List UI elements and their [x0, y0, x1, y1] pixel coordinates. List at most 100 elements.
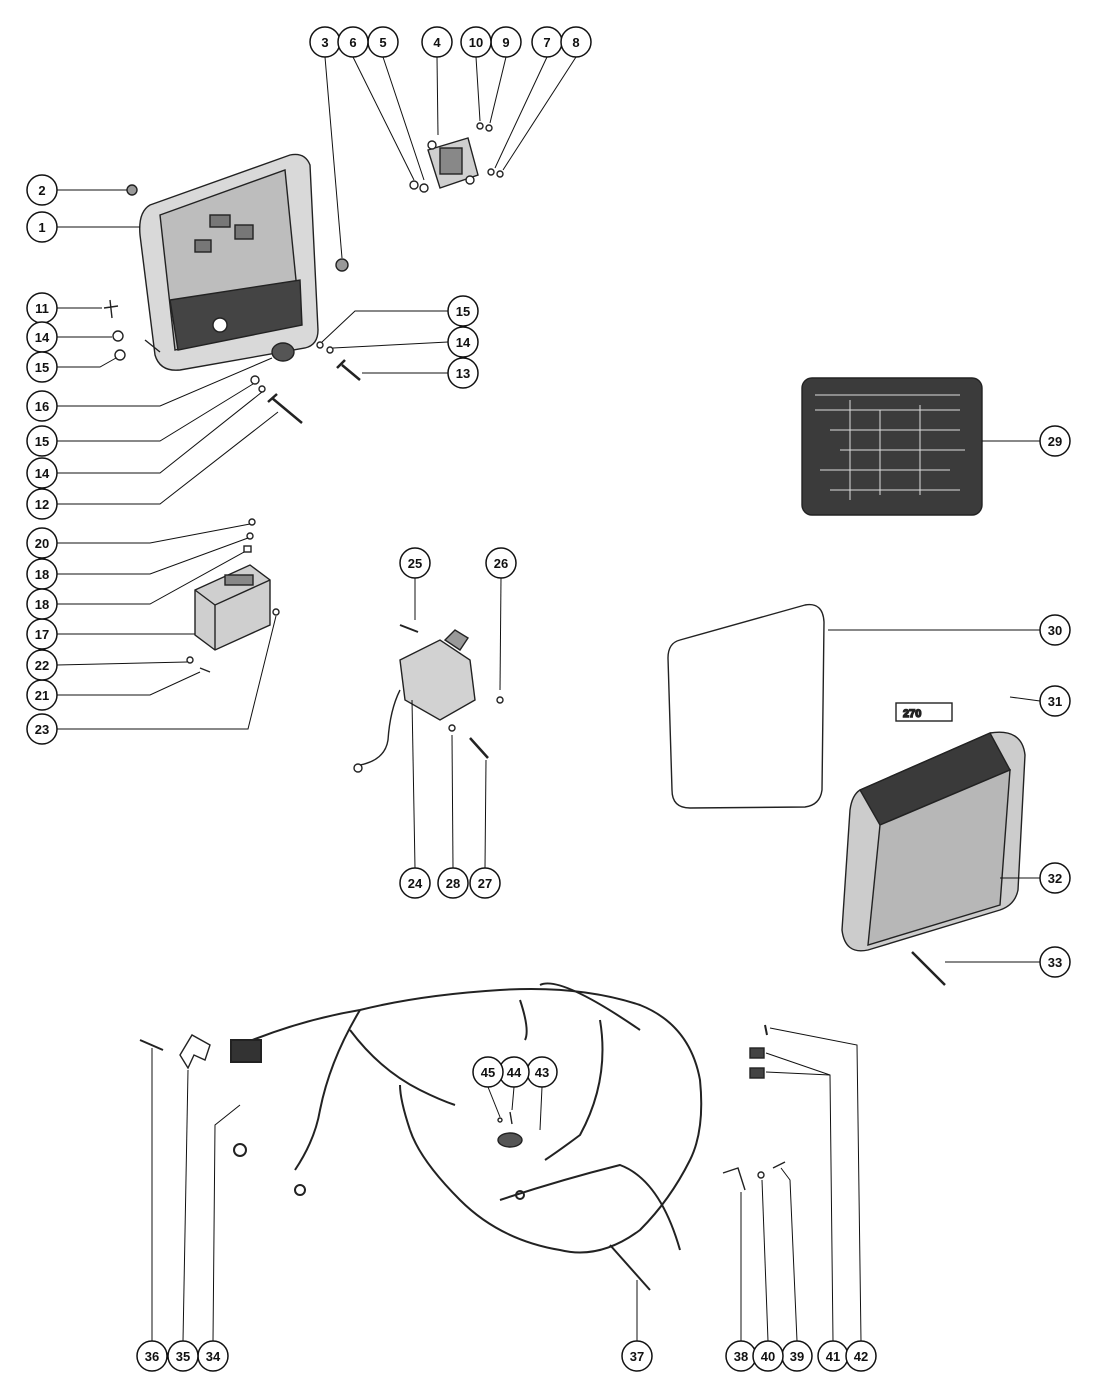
- callout-8: 8: [560, 26, 592, 58]
- nut-drawing: [126, 184, 138, 196]
- washer-drawing: [258, 385, 266, 393]
- leader-line-41: [765, 1052, 834, 1342]
- callout-circle: [337, 26, 369, 58]
- gasket-drawing: [667, 603, 825, 809]
- washer-drawing: [326, 346, 334, 354]
- callout-circle: [26, 713, 58, 745]
- leader-line-14c: [57, 391, 263, 474]
- callout-number: 2: [38, 183, 45, 198]
- screw-drawing: [509, 1111, 513, 1125]
- nut-drawing: [272, 608, 280, 616]
- callout-number: 21: [35, 688, 49, 703]
- callout-27: 27: [469, 867, 501, 899]
- callout-circle: [1039, 946, 1071, 978]
- callout-circle: [26, 174, 58, 206]
- leader-line-24: [411, 699, 416, 869]
- clip-drawing: [243, 545, 252, 553]
- callout-37: 37: [621, 1340, 653, 1372]
- nut-drawing: [485, 124, 493, 132]
- callout-5: 5: [367, 26, 399, 58]
- callout-17: 17: [26, 618, 58, 650]
- clip-drawing: [722, 1167, 746, 1191]
- callout-38: 38: [725, 1340, 757, 1372]
- leader-lines: [56, 56, 1041, 1342]
- callout-number: 35: [176, 1349, 190, 1364]
- callout-number: 43: [535, 1065, 549, 1080]
- callout-9: 9: [490, 26, 522, 58]
- leader-line-15b: [321, 310, 448, 343]
- rectifier-drawing: [194, 564, 271, 651]
- leader-line-15c: [57, 383, 254, 442]
- washer-drawing: [448, 724, 456, 732]
- callout-circle: [421, 26, 453, 58]
- solenoid-drawing: [427, 137, 479, 189]
- callout-circle: [621, 1340, 653, 1372]
- callout-circle: [752, 1340, 784, 1372]
- callout-number: 5: [379, 35, 386, 50]
- leader-line-18a: [57, 537, 249, 575]
- callout-circle: [167, 1340, 199, 1372]
- screw-drawing: [399, 624, 419, 633]
- leader-line-43: [539, 1086, 543, 1131]
- callout-39: 39: [781, 1340, 813, 1372]
- callout-14c: 14: [26, 457, 58, 489]
- callout-circle: [26, 649, 58, 681]
- callout-number: 13: [456, 366, 470, 381]
- callout-number: 17: [35, 627, 49, 642]
- callout-circle: [26, 488, 58, 520]
- cover-housing-drawing: [139, 153, 319, 371]
- callout-number: 6: [349, 35, 356, 50]
- callout-circle: [447, 357, 479, 389]
- leader-line-16: [57, 357, 273, 407]
- bracket-drawing: [179, 1034, 211, 1070]
- screw-drawing: [199, 667, 211, 673]
- leader-line-18b: [57, 551, 245, 605]
- callout-40: 40: [752, 1340, 784, 1372]
- wiring-harness-drawing: [230, 982, 703, 1254]
- callout-circle: [437, 867, 469, 899]
- washer-drawing: [497, 1117, 503, 1123]
- callout-number: 27: [478, 876, 492, 891]
- callout-21: 21: [26, 679, 58, 711]
- callout-18b: 18: [26, 588, 58, 620]
- washer-drawing: [496, 696, 504, 704]
- callout-number: 40: [761, 1349, 775, 1364]
- leader-line-31: [1009, 696, 1041, 702]
- callout-number: 44: [507, 1065, 522, 1080]
- callout-number: 14: [35, 466, 50, 481]
- callout-number: 31: [1048, 694, 1062, 709]
- callout-2: 2: [26, 174, 58, 206]
- leader-line-45: [487, 1086, 501, 1118]
- leader-line-10: [475, 56, 481, 122]
- callout-number: 18: [35, 567, 49, 582]
- leader-line-22: [56, 661, 188, 666]
- washer-drawing: [250, 375, 260, 385]
- callout-number: 1: [38, 220, 45, 235]
- callout-circle: [447, 326, 479, 358]
- washer-drawing: [316, 341, 324, 349]
- leader-line-40: [761, 1179, 769, 1342]
- leader-line-27: [484, 759, 487, 869]
- callout-25: 25: [399, 547, 431, 579]
- callout-circle: [1039, 862, 1071, 894]
- model-decal-text: 270: [903, 708, 921, 720]
- callout-number: 15: [456, 304, 470, 319]
- callout-number: 26: [494, 556, 508, 571]
- callout-4: 4: [421, 26, 453, 58]
- callout-number: 16: [35, 399, 49, 414]
- nut-drawing: [248, 518, 256, 526]
- callout-32: 32: [1039, 862, 1071, 894]
- callout-number: 24: [408, 876, 423, 891]
- washer-drawing: [757, 1171, 765, 1179]
- callout-30: 30: [1039, 614, 1071, 646]
- leader-line-41-extra-0: [765, 1071, 831, 1076]
- callout-number: 4: [433, 35, 441, 50]
- leader-line-35: [182, 1069, 189, 1342]
- leader-line-6: [352, 56, 415, 181]
- callout-circle: [26, 588, 58, 620]
- callout-circle: [469, 867, 501, 899]
- callout-number: 37: [630, 1349, 644, 1364]
- screw-drawing: [764, 1024, 768, 1036]
- leader-line-4: [436, 56, 439, 136]
